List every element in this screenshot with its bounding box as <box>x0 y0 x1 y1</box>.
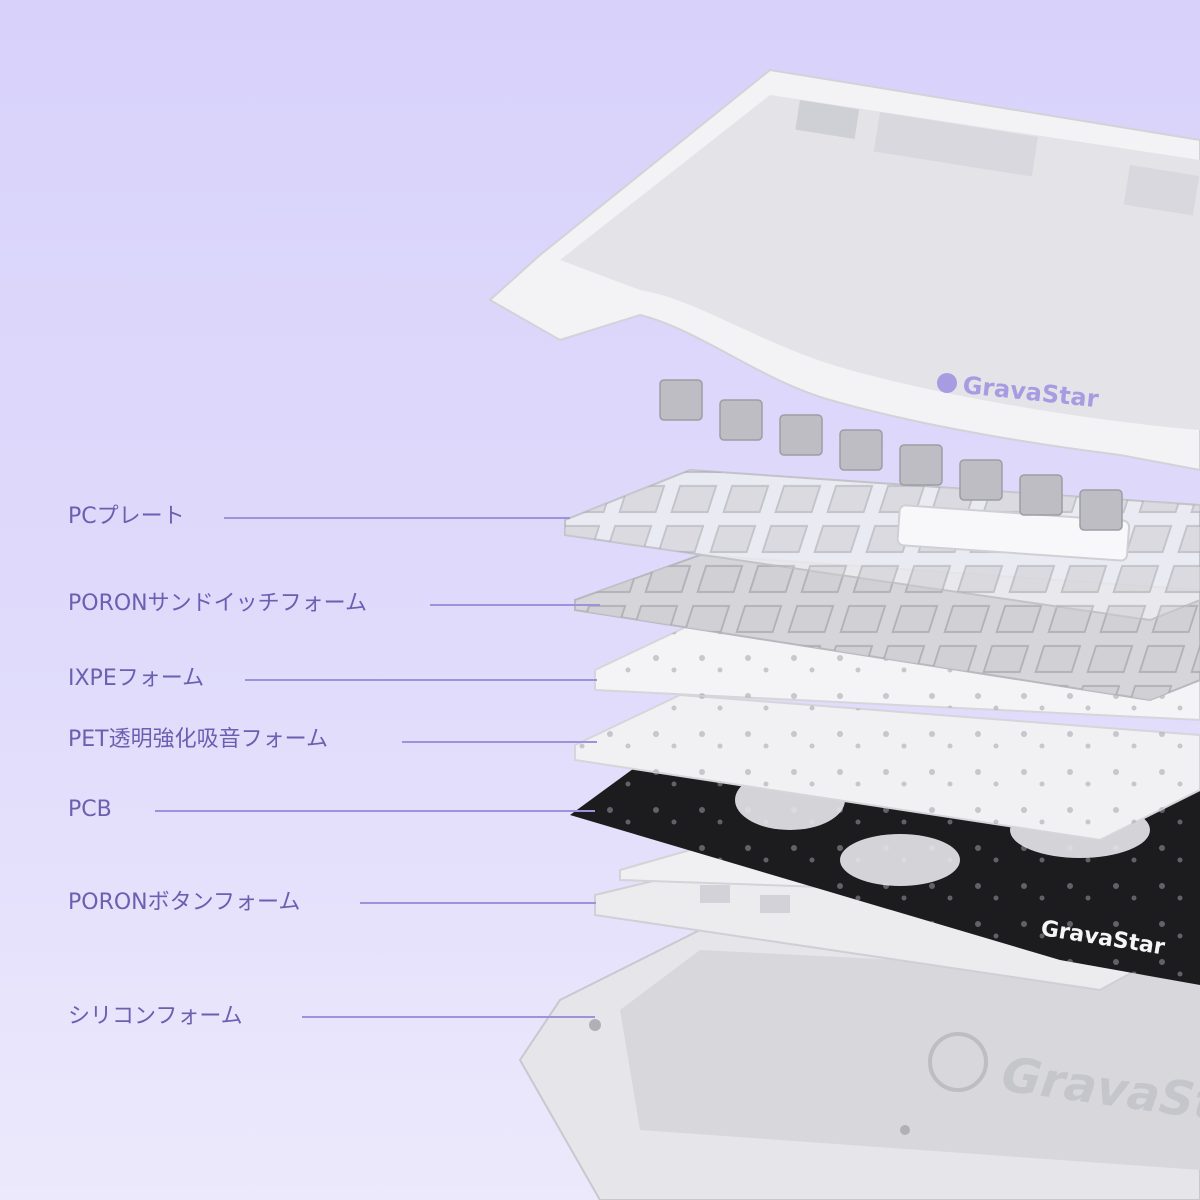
label-ixpe-foam: IXPEフォーム <box>68 666 205 691</box>
leader-line-pcb <box>155 810 595 812</box>
label-poron-button-foam: PORONボタンフォーム <box>68 890 301 915</box>
leader-line-pc-plate <box>224 517 570 519</box>
leader-line-pet-foam <box>402 741 597 743</box>
label-silicone-foam: シリコンフォーム <box>68 1004 243 1029</box>
ixpe-foam-layer <box>594 623 1200 722</box>
leader-line-silicone-foam <box>302 1016 595 1018</box>
label-pcb: PCB <box>68 797 112 822</box>
label-poron-sandwich-foam: PORONサンドイッチフォーム <box>68 591 367 616</box>
top-case-frame: GravaStar <box>488 68 1200 472</box>
bottom-case: GravaStar <box>518 928 1200 1200</box>
leader-line-ixpe-foam <box>245 679 597 681</box>
label-pc-plate: PCプレート <box>68 504 185 529</box>
leader-line-poron-sandwich-foam <box>430 604 600 606</box>
pet-foam-layer <box>574 693 1200 842</box>
leader-line-poron-button-foam <box>360 902 596 904</box>
label-pet-foam: PET透明強化吸音フォーム <box>68 727 328 752</box>
